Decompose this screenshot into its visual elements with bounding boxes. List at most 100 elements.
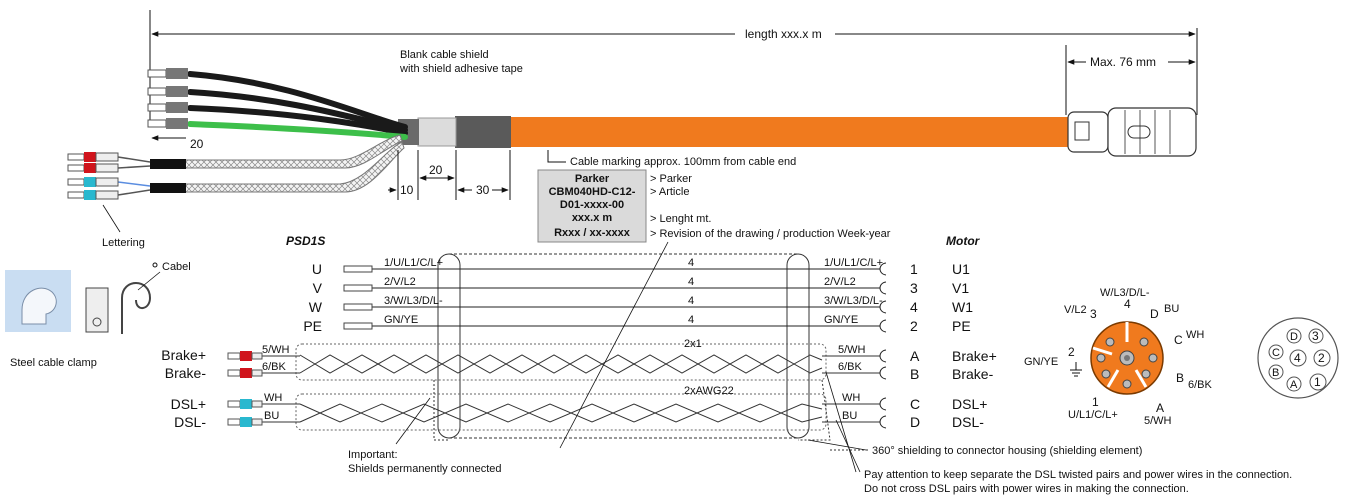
power-code-3: GN/YE: [384, 314, 418, 326]
face-pin-7: 1: [1314, 375, 1321, 389]
power-terminals: [343, 265, 373, 330]
power-right-0: U1: [952, 261, 970, 277]
power-cores-0: 4: [688, 257, 694, 269]
face-pin-6: A: [1290, 379, 1298, 391]
signal-wires: [117, 156, 151, 196]
dsl-terminals: [227, 399, 263, 427]
ground-symbol-icon: [1070, 362, 1082, 377]
power-left-3: PE: [303, 318, 322, 334]
face-pin-1: 3: [1312, 329, 1319, 343]
dsl-pin-0: C: [910, 396, 920, 412]
motor-title: Motor: [946, 234, 981, 248]
label-line-4: Rxxx / xx-xxxx: [554, 227, 631, 239]
dsl-twist-b: [299, 403, 823, 423]
power-rcode-1: 2/V/L2: [824, 276, 856, 288]
conn-d: D: [1150, 307, 1159, 321]
power-cores-1: 4: [688, 276, 694, 288]
dsl-rcode-0: WH: [842, 392, 860, 404]
attention-line1: Pay attention to keep separate the DSL t…: [864, 469, 1292, 481]
brake-shield: [295, 343, 827, 381]
brake-rcode-0: 5/WH: [838, 344, 866, 356]
face-pin-4: 2: [1318, 351, 1325, 365]
braid-upper: [184, 134, 403, 169]
psd1s-title: PSD1S: [286, 234, 325, 248]
dim-10: 10: [400, 183, 414, 197]
shield-note: 360° shielding to connector housing (shi…: [872, 445, 1142, 457]
shield-tape: [455, 116, 511, 148]
dsl-pin-1: D: [910, 414, 920, 430]
face-pin-5: B: [1272, 367, 1279, 379]
dim-30: 30: [476, 183, 490, 197]
brake-right-1: Brake-: [952, 366, 994, 382]
brake-code-1: 6/BK: [262, 361, 287, 373]
power-rcode-0: 1/U/L1/C/L+: [824, 257, 883, 269]
motor-connector-side: [1067, 107, 1197, 157]
clamp-icon: [21, 287, 57, 325]
cabel-label: Cabel: [162, 261, 191, 273]
power-code-2: 3/W/L3/D/L-: [384, 295, 443, 307]
conn-w4: 4: [1124, 297, 1131, 311]
power-right-1: V1: [952, 280, 969, 296]
brake-rcode-1: 6/BK: [838, 361, 863, 373]
braid-lower: [184, 141, 405, 193]
conn-gnye: GN/YE: [1024, 356, 1058, 368]
lettering-label: Lettering: [102, 237, 145, 249]
power-left-0: U: [312, 261, 322, 277]
brake-left-0: Brake+: [161, 347, 206, 363]
brake-pin-1: B: [910, 366, 919, 382]
power-rcode-3: GN/YE: [824, 314, 858, 326]
shield-label-line1: Blank cable shield: [400, 49, 489, 61]
brake-pair-label: 2x1: [684, 338, 702, 350]
power-lines: [372, 268, 880, 327]
dsl-rcode-1: BU: [842, 410, 857, 422]
clamp-title: Steel cable clamp: [10, 357, 97, 369]
outer-shield-right: [786, 253, 810, 439]
brake-right-0: Brake+: [952, 348, 997, 364]
dim-20b: 20: [429, 163, 443, 177]
power-right-2: W1: [952, 299, 973, 315]
important-line1: Important:: [348, 449, 398, 461]
power-sockets: [879, 262, 887, 333]
connector-pinout: [1090, 321, 1164, 395]
conn-a: A: [1156, 401, 1164, 415]
conn-w: W/L3/D/L-: [1100, 287, 1150, 299]
outer-shield-left: [437, 253, 461, 439]
conn-vl2: V/L2: [1064, 304, 1087, 316]
conn-awh: 5/WH: [1144, 415, 1172, 427]
power-pin-0: 1: [910, 261, 918, 277]
conn-c: C: [1174, 333, 1183, 347]
label-note-1: > Article: [650, 186, 689, 198]
dim-20a: 20: [190, 137, 204, 151]
dsl-right-0: DSL+: [952, 396, 987, 412]
dsl-left-0: DSL+: [171, 396, 206, 412]
conn-u: U/L1/C/L+: [1068, 409, 1118, 421]
important-line2: Shields permanently connected: [348, 463, 501, 475]
brake-twist-b: [299, 354, 823, 374]
conn-wh: WH: [1186, 329, 1204, 341]
face-pin-3: 4: [1294, 351, 1301, 365]
power-wires: [187, 71, 408, 140]
max-label: Max. 76 mm: [1090, 55, 1156, 69]
power-rcode-2: 3/W/L3/D/L-: [824, 295, 883, 307]
dsl-code-0: WH: [264, 392, 282, 404]
dsl-left-1: DSL-: [174, 414, 206, 430]
conn-p1: 1: [1092, 395, 1099, 409]
dsl-twist-a: [299, 403, 823, 423]
power-ferrules: [147, 68, 188, 129]
dsl-shield: [295, 393, 827, 431]
clamp-outline-icon: [121, 282, 152, 334]
shield-label-line2: with shield adhesive tape: [399, 63, 523, 75]
label-line-0: Parker: [575, 173, 610, 185]
attention-line2: Do not cross DSL pairs with power wires …: [864, 483, 1189, 495]
connector-face: [1257, 317, 1339, 399]
label-line-3: xxx.x m: [572, 212, 613, 224]
power-cores-3: 4: [688, 314, 694, 326]
power-pin-2: 4: [910, 299, 918, 315]
label-note-2: > Lenght mt.: [650, 213, 711, 225]
brake-code-0: 5/WH: [262, 344, 290, 356]
power-pin-1: 3: [910, 280, 918, 296]
conn-v3: 3: [1090, 307, 1097, 321]
dsl-code-1: BU: [264, 410, 279, 422]
label-note-3: > Revision of the drawing / production W…: [650, 228, 891, 240]
